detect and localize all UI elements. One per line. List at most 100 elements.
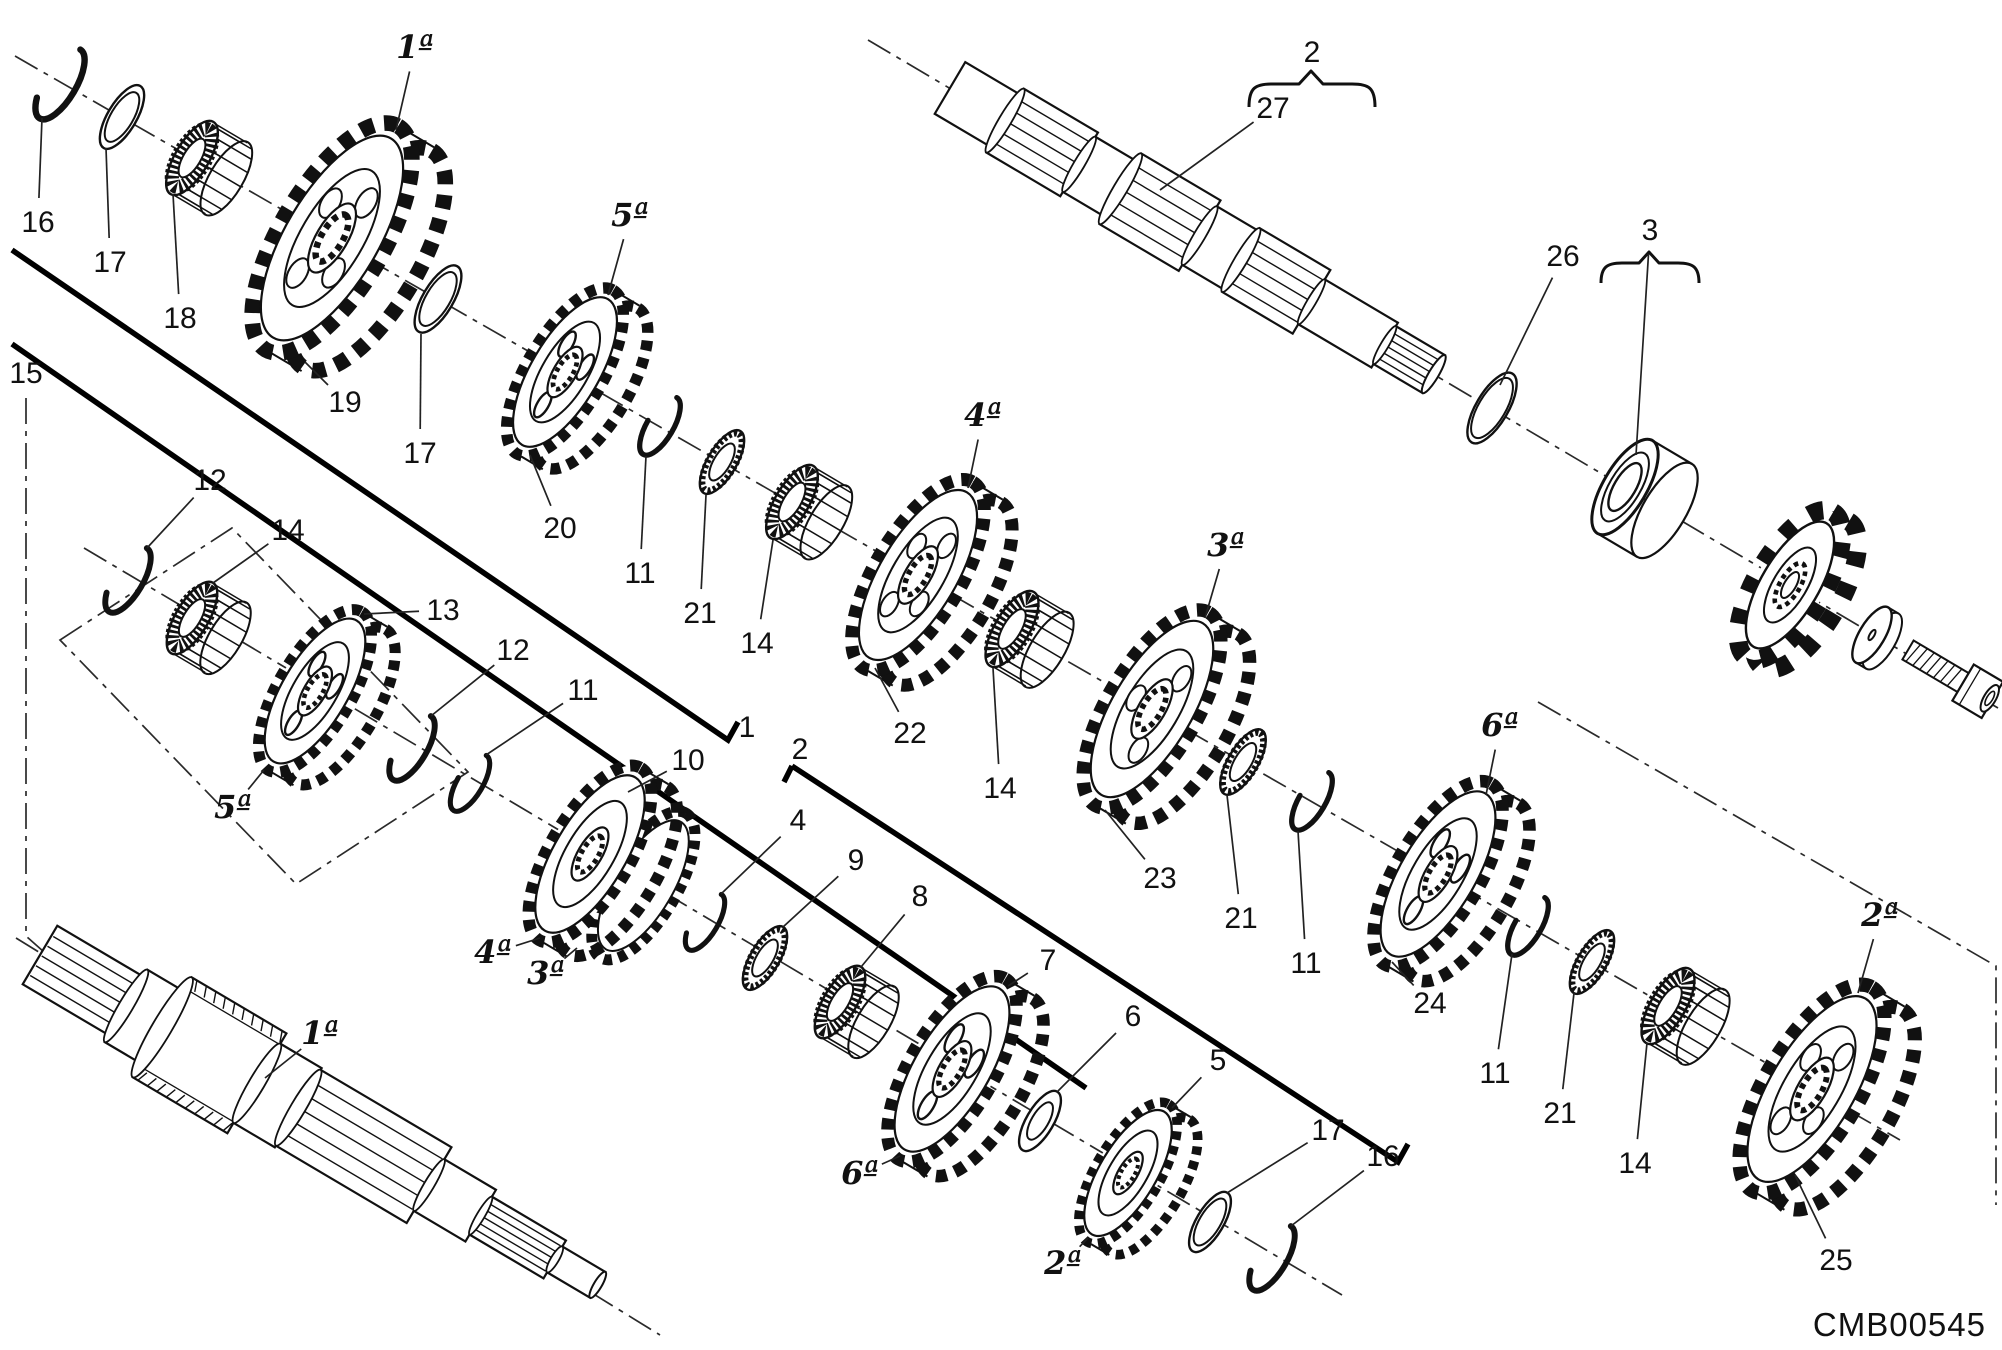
part-number-label: 12 — [496, 634, 529, 667]
part-number-label: 11 — [1479, 1057, 1510, 1090]
gear-22-fourth-driven — [845, 472, 1019, 692]
leader-line — [1857, 938, 1875, 994]
gear-position-label: 4ª — [474, 933, 512, 971]
part-number-label: 7 — [1040, 944, 1057, 977]
circlip-16 — [32, 45, 88, 123]
gear-position-label: 5ª — [611, 196, 649, 234]
needle-bearing-14b — [984, 589, 1075, 689]
part-number-label: 20 — [543, 512, 576, 545]
leader-line — [967, 439, 979, 489]
part-number-label: 16 — [1366, 1140, 1399, 1173]
ball-bearing-3 — [1590, 437, 1699, 560]
circlip-4 — [682, 891, 728, 953]
leader-line — [640, 455, 647, 550]
gear-25-second-driven — [1732, 977, 1922, 1217]
centerline — [58, 526, 470, 886]
group-bracket — [1599, 250, 1701, 284]
leader-line — [430, 664, 495, 717]
splined-washer-21c — [1568, 928, 1616, 996]
leader-line — [1497, 953, 1513, 1050]
washer-17b — [1187, 1190, 1233, 1254]
part-number-label: 10 — [671, 744, 704, 777]
assembly-group-line — [781, 763, 1411, 1166]
needle-bearing-8 — [813, 964, 900, 1060]
leader-line — [627, 770, 668, 793]
assembly-group-line — [10, 341, 1088, 1091]
centerline — [1537, 701, 1997, 1205]
leader-line — [607, 238, 625, 296]
part-number-label: 15 — [9, 357, 42, 390]
part-number-label: 26 — [1546, 240, 1579, 273]
part-number-label: 14 — [983, 772, 1016, 805]
circlip-12b — [386, 712, 438, 784]
main-shaft-27 — [933, 60, 1447, 395]
group-bracket — [1247, 69, 1377, 108]
leader-line — [172, 193, 180, 295]
gear-position-label: 2ª — [1860, 896, 1899, 934]
needle-bearing-14 — [764, 463, 854, 561]
part-number-label: 19 — [328, 386, 361, 419]
gear-13-fifth-drive — [252, 604, 401, 791]
leader-line — [146, 497, 195, 549]
leader-line — [1290, 1169, 1365, 1227]
part-number-label: 11 — [567, 674, 598, 707]
assembly-group-line — [10, 247, 741, 744]
part-number-label: 24 — [1413, 987, 1446, 1020]
part-number-label: 3 — [1642, 214, 1659, 247]
shim-ring-26 — [1466, 371, 1518, 445]
leader-line — [1056, 1032, 1117, 1093]
part-number-label: 13 — [426, 594, 459, 627]
callouts-layer: 1617181ª19175ª201121144ª22143ª2321116ª24… — [9, 28, 1899, 1282]
gear-position-label: 5ª — [214, 788, 252, 826]
leader-line — [1794, 1174, 1827, 1239]
front-sprocket — [1728, 500, 1868, 679]
needle-bearing-18 — [164, 119, 254, 217]
sprocket-washer — [1851, 605, 1903, 671]
leader-line — [860, 913, 906, 968]
part-number-label: 8 — [912, 880, 929, 913]
leader-line — [515, 937, 541, 947]
part-number-label: 22 — [893, 717, 926, 750]
part-number-label: 9 — [848, 844, 865, 877]
leader-line — [1485, 749, 1497, 796]
gear-position-label: 4ª — [964, 396, 1002, 434]
gear-23-third-driven — [1076, 603, 1257, 831]
gear-20-fifth-driven — [500, 282, 654, 475]
leader-line — [1104, 809, 1146, 860]
circlip-12 — [102, 544, 154, 616]
gear-position-label: 6ª — [1481, 706, 1519, 744]
part-number-label: 6 — [1125, 1000, 1142, 1033]
leader-line — [105, 147, 111, 239]
drive-shaft-15-first-pinion — [21, 924, 608, 1300]
gear-7-sixth-drive — [881, 969, 1050, 1183]
part-number-label: 23 — [1143, 862, 1176, 895]
part-number-label: 1 — [739, 711, 756, 744]
splined-washer-21b — [1219, 728, 1267, 796]
part-number-label: 17 — [93, 246, 126, 279]
part-number-label: 17 — [1311, 1114, 1344, 1147]
splined-washer-9 — [741, 924, 789, 992]
leader-line — [264, 1048, 302, 1079]
snap-ring-11 — [637, 394, 683, 458]
gear-position-label: 1ª — [396, 28, 434, 66]
needle-bearing-14d — [165, 580, 252, 676]
snap-ring-11d — [447, 752, 493, 814]
circlip-16b — [1246, 1222, 1298, 1294]
leader-line — [874, 667, 900, 713]
leader-line — [1636, 1042, 1648, 1140]
leader-line — [881, 1155, 901, 1165]
part-number-label: 16 — [21, 206, 54, 239]
part-number-label: 5 — [1210, 1044, 1227, 1077]
leader-line — [1561, 992, 1575, 1090]
gear-24-sixth-driven — [1367, 774, 1536, 988]
part-number-label: 25 — [1819, 1244, 1852, 1277]
gear-position-label: 6ª — [841, 1154, 879, 1192]
gear-position-label: 2ª — [1043, 1244, 1082, 1282]
part-number-label: 2 — [792, 733, 809, 766]
centerline — [25, 398, 45, 953]
part-number-label: 21 — [683, 597, 716, 630]
leader-line — [700, 494, 707, 590]
snap-ring-11b — [1289, 769, 1335, 833]
part-number-label: 2 — [1304, 36, 1321, 69]
